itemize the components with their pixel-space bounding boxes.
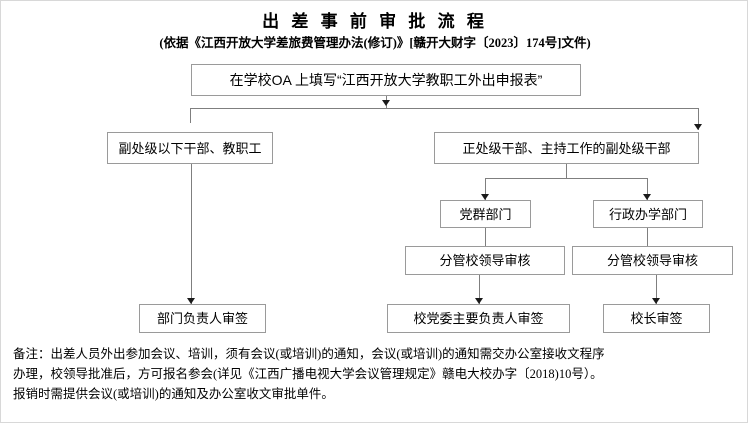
arrow-to-dept-party — [481, 194, 489, 200]
connector-right-split-bar — [485, 178, 647, 179]
node-sign-party-secretary[interactable]: 校党委主要负责人审签 — [387, 304, 570, 333]
connector-review-admin-down — [656, 275, 657, 304]
node-sign-dept-head[interactable]: 部门负责人审签 — [139, 304, 266, 333]
connector-left-long-down — [191, 164, 192, 304]
footnote-line-1: 备注：出差人员外出参加会议、培训，须有会议(或培训)的通知，会议(或培训)的通知… — [13, 347, 605, 361]
page-subtitle: (依据《江西开放大学差旅费管理办法(修订)》[赣开大财字〔2023〕174号]文… — [159, 36, 591, 50]
connector-review-party-down — [479, 275, 480, 304]
arrow-left-to-sign-dept-head — [187, 298, 195, 304]
node-dept-party[interactable]: 党群部门 — [440, 200, 531, 228]
connector-split-bar — [190, 108, 698, 109]
connector-to-dept-admin — [647, 178, 648, 200]
connector-admin-to-review — [647, 228, 648, 246]
connector-right-down — [566, 164, 567, 178]
node-review-admin[interactable]: 分管校领导审核 — [572, 246, 733, 275]
footnote: 备注：出差人员外出参加会议、培训，须有会议(或培训)的通知，会议(或培训)的通知… — [13, 344, 739, 404]
footnote-line-2: 办理，校领导批准后，方可报名参会(详见《江西广播电视大学会议管理规定》赣电大校办… — [13, 367, 603, 381]
connector-split-left-down — [190, 108, 191, 123]
arrow-split-right-down — [694, 124, 702, 130]
node-start[interactable]: 在学校OA 上填写“江西开放大学教职工外出申报表” — [191, 64, 581, 96]
connector-party-to-review — [485, 228, 486, 246]
arrow-to-dept-admin — [643, 194, 651, 200]
arrow-review-admin-down — [652, 298, 660, 304]
arrow-start-down — [382, 100, 390, 106]
node-sign-president[interactable]: 校长审签 — [603, 304, 710, 333]
node-branch-left[interactable]: 副处级以下干部、教职工 — [107, 132, 273, 164]
page-title: 出 差 事 前 审 批 流 程 — [262, 12, 488, 31]
connector-split-right-down — [698, 108, 699, 130]
node-dept-admin[interactable]: 行政办学部门 — [593, 200, 703, 228]
node-branch-right[interactable]: 正处级干部、主持工作的副处级干部 — [434, 132, 699, 164]
footnote-line-3: 报销时需提供会议(或培训)的通知及办公室收文审批单件。 — [13, 387, 334, 401]
connector-to-dept-party — [485, 178, 486, 200]
node-review-party[interactable]: 分管校领导审核 — [405, 246, 565, 275]
arrow-review-party-down — [475, 298, 483, 304]
